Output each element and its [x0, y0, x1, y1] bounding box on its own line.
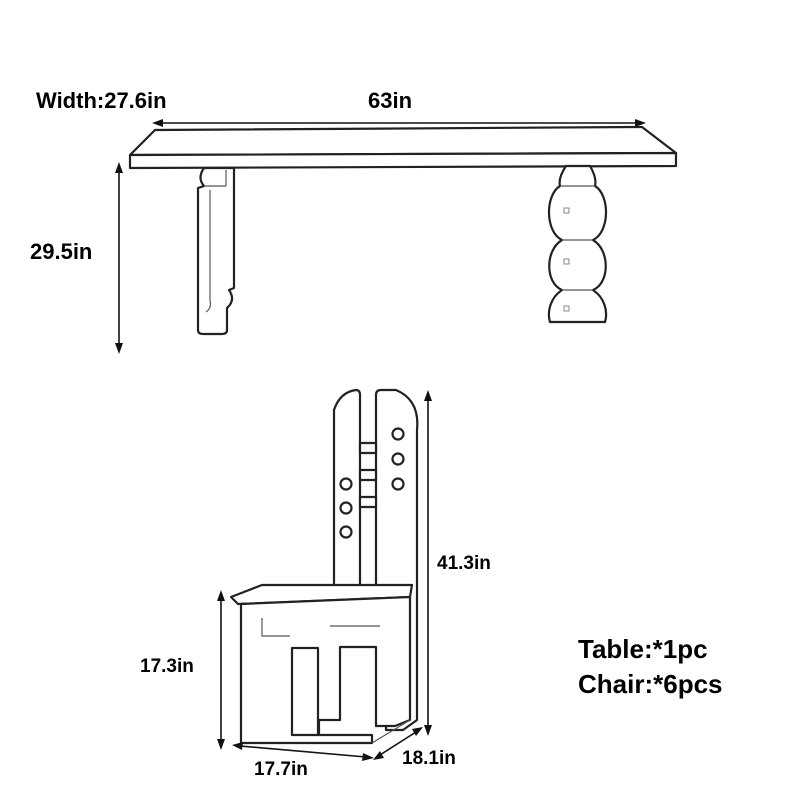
chair-depth-label: 18.1in: [402, 748, 456, 769]
table-left-leg: [196, 166, 236, 336]
chair-width-label: 17.7in: [254, 759, 308, 780]
table-height-arrow: [115, 162, 123, 354]
chair-front-panel: [239, 595, 412, 745]
table-right-leg: [547, 164, 608, 324]
table-quantity-label: Table:*1pc: [578, 634, 708, 664]
chair-seat: [229, 583, 414, 606]
table-width-label: Width:27.6in: [36, 88, 167, 113]
chair-width-arrow: [232, 742, 374, 761]
table-height-label: 29.5in: [30, 239, 93, 264]
chair-height-label: 41.3in: [437, 553, 491, 574]
chair-seat-height-label: 17.3in: [140, 656, 194, 677]
chair-slat-2: [358, 468, 378, 482]
chair-drawing: [229, 388, 419, 745]
table-length-label: 63in: [368, 88, 413, 113]
table-top: [128, 125, 678, 157]
chair-slat-1: [358, 441, 378, 455]
chair-left-post: [332, 388, 362, 596]
table-drawing: [128, 125, 678, 336]
table-top-edge: [128, 151, 678, 170]
chair-height-arrow: [424, 390, 432, 736]
chair-depth-arrow: [373, 727, 423, 760]
chair-slat-3: [358, 495, 378, 509]
table-length-arrow: [152, 119, 646, 127]
chair-seat-height-arrow: [217, 590, 225, 750]
chair-quantity-label: Chair:*6pcs: [578, 669, 723, 699]
